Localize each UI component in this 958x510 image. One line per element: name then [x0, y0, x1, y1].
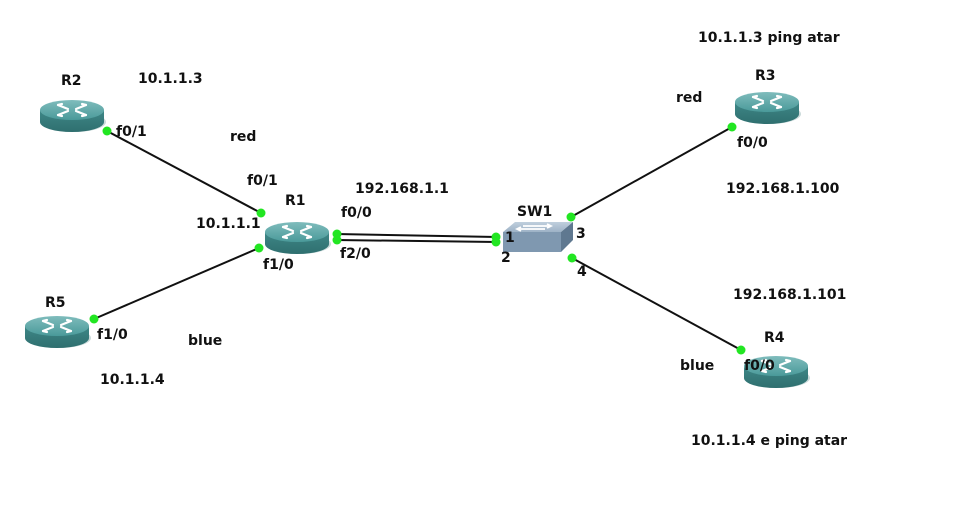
- link-r1-sw1-a[interactable]: [335, 233, 498, 238]
- port-label-r3-f00: f0/0: [737, 135, 768, 151]
- router-r5[interactable]: [23, 314, 93, 350]
- device-label-r1: R1: [285, 193, 306, 209]
- link-r2-r1[interactable]: [106, 130, 262, 214]
- port-dot-r1-f01[interactable]: [256, 208, 266, 218]
- port-dot-sw1-4[interactable]: [567, 253, 577, 263]
- port-label-r5-f10: f1/0: [97, 327, 128, 343]
- port-dots: [89, 122, 746, 355]
- port-label-r1-f20: f2/0: [340, 246, 371, 262]
- port-label-r1-f10: f1/0: [263, 257, 294, 273]
- router-r2[interactable]: [38, 98, 108, 134]
- note-r4-ip: 192.168.1.101: [733, 287, 847, 303]
- note-blue-right: blue: [680, 358, 715, 374]
- router-r1[interactable]: [263, 220, 333, 256]
- note-blue-left: blue: [188, 333, 223, 349]
- note-r2-ip: 10.1.1.3: [138, 71, 203, 87]
- port-dot-r2-f01[interactable]: [102, 126, 112, 136]
- note-r3-ping: 10.1.1.3 ping atar: [698, 30, 840, 46]
- device-label-r2: R2: [61, 73, 82, 89]
- port-label-r1-f01: f0/1: [247, 173, 278, 189]
- port-label-sw1-4: 4: [577, 264, 587, 280]
- port-dot-r3-f00[interactable]: [727, 122, 737, 132]
- port-dot-r1-f10[interactable]: [254, 243, 264, 253]
- links: [93, 126, 742, 351]
- note-r1-ip: 10.1.1.1: [196, 216, 261, 232]
- note-r4-ping: 10.1.1.4 e ping atar: [691, 433, 848, 449]
- router-r3[interactable]: [733, 90, 803, 126]
- port-dot-r1-f20[interactable]: [332, 235, 342, 245]
- switch-sw1[interactable]: [503, 222, 573, 252]
- link-r1-sw1-b[interactable]: [335, 239, 498, 243]
- port-label-r4-f00: f0/0: [744, 358, 775, 374]
- device-label-r5: R5: [45, 295, 66, 311]
- device-label-r3: R3: [755, 68, 776, 84]
- port-label-r1-f00: f0/0: [341, 205, 372, 221]
- port-dot-sw1-3[interactable]: [566, 212, 576, 222]
- port-label-r2-f01: f0/1: [116, 124, 147, 140]
- note-r1-sw-ip: 192.168.1.1: [355, 181, 449, 197]
- link-sw1-r4[interactable]: [571, 257, 742, 351]
- note-red-right: red: [676, 90, 703, 106]
- link-sw1-r3[interactable]: [570, 126, 733, 218]
- note-r5-ip: 10.1.1.4: [100, 372, 165, 388]
- port-label-sw1-2: 2: [501, 250, 511, 266]
- port-dot-r4-f00[interactable]: [736, 345, 746, 355]
- port-label-sw1-1: 1: [505, 230, 515, 246]
- device-label-sw1: SW1: [517, 204, 553, 220]
- link-r5-r1[interactable]: [93, 247, 260, 320]
- port-dot-sw1-2[interactable]: [491, 237, 501, 247]
- port-dot-r5-f10[interactable]: [89, 314, 99, 324]
- device-label-r4: R4: [764, 330, 785, 346]
- note-red-left: red: [230, 129, 257, 145]
- note-r3-ip: 192.168.1.100: [726, 181, 840, 197]
- port-label-sw1-3: 3: [576, 226, 586, 242]
